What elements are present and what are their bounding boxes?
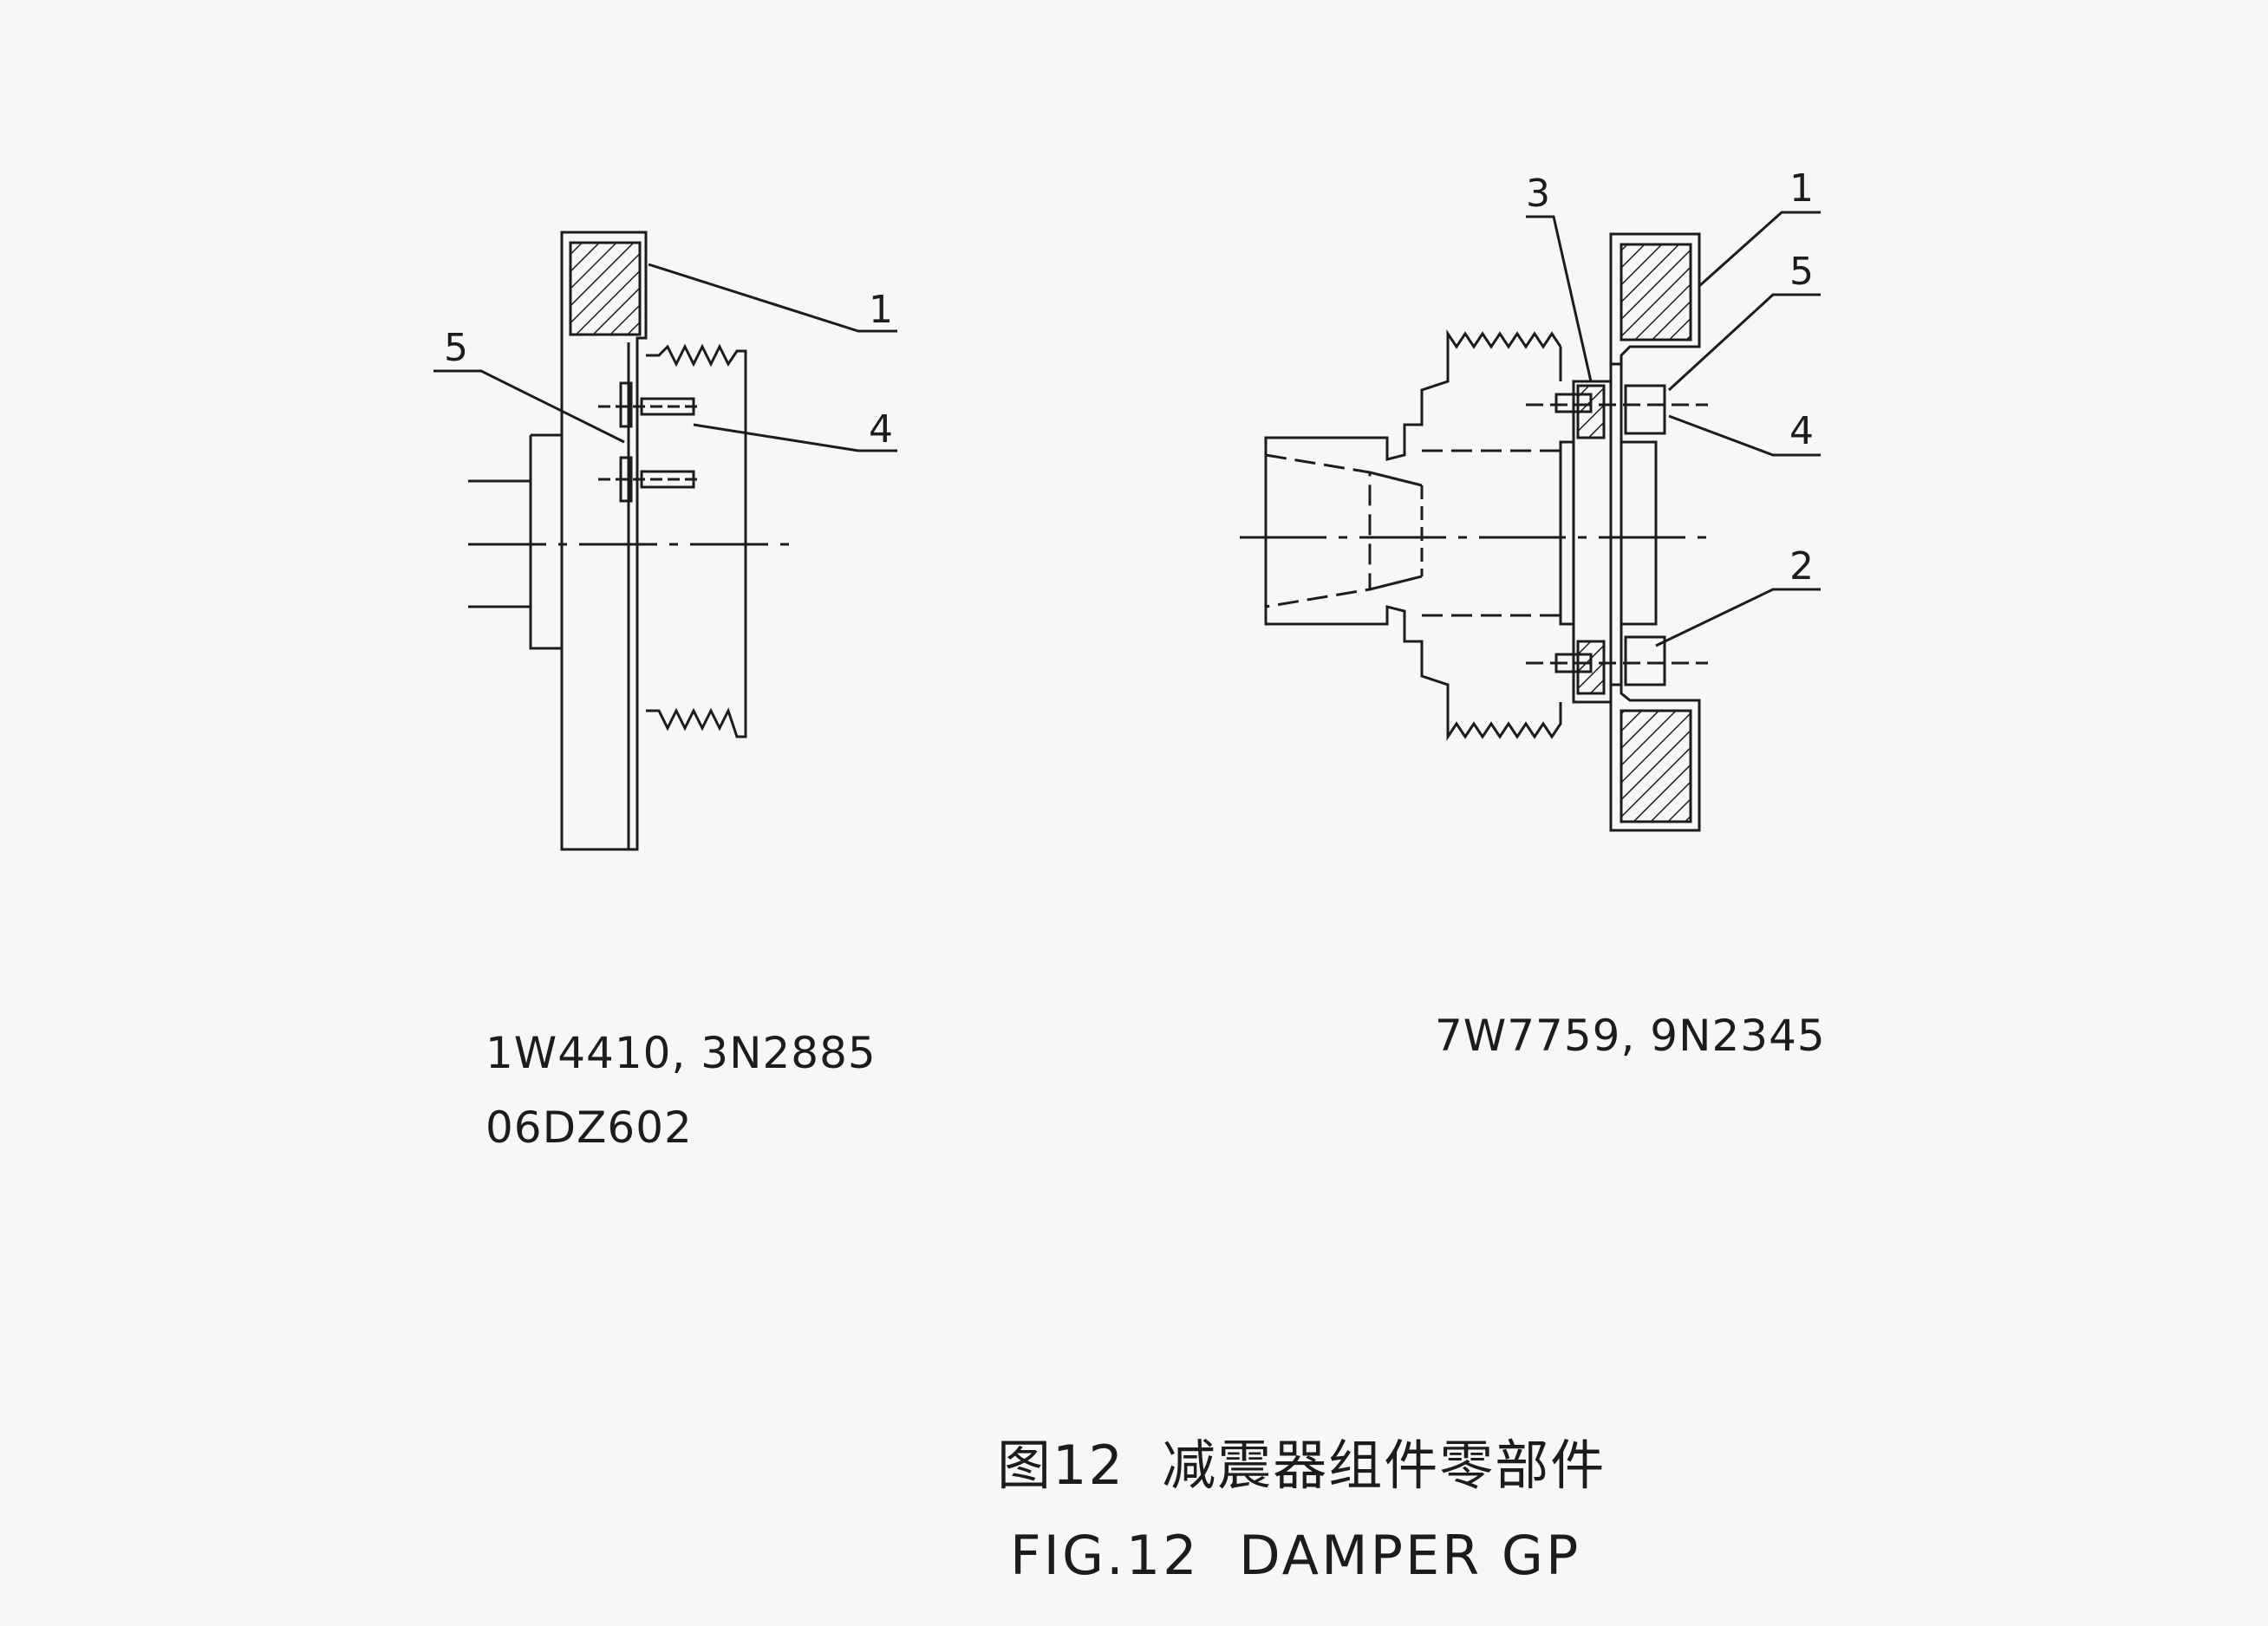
- left-leader-1: [648, 263, 897, 333]
- right-callout-3: 3: [1526, 172, 1550, 216]
- right-leader-1: [1698, 211, 1821, 288]
- left-bolt-upper: [598, 381, 702, 428]
- right-callout-2: 2: [1789, 544, 1814, 589]
- figure-caption-chinese: 图12 减震器组件零部件: [997, 1434, 1606, 1497]
- right-housing-upper: [1609, 232, 1701, 366]
- right-callout-1: 1: [1789, 166, 1814, 211]
- right-pulley: [1264, 329, 1562, 741]
- right-callout-4: 4: [1789, 409, 1814, 453]
- left-inertia-ring: [569, 241, 642, 336]
- left-callout-4: 4: [869, 407, 893, 452]
- right-housing-lower: [1609, 683, 1701, 832]
- right-damper-view: [1240, 211, 1821, 832]
- right-bolt-upper: [1526, 384, 1708, 435]
- right-inertia-upper: [1620, 243, 1692, 341]
- left-leader-4: [693, 423, 897, 452]
- right-leader-3: [1526, 215, 1593, 382]
- right-leader-4: [1668, 414, 1821, 457]
- right-leader-2: [1655, 588, 1821, 647]
- right-inertia-lower: [1620, 709, 1692, 823]
- left-damper-ring: [560, 231, 648, 851]
- right-callout-5: 5: [1789, 250, 1814, 294]
- right-part-numbers: 7W7759, 9N2345: [1435, 1011, 1826, 1061]
- left-part-number-2: 06DZ602: [486, 1102, 693, 1153]
- right-bolt-lower: [1526, 635, 1708, 686]
- left-bolt-lower: [598, 456, 702, 503]
- right-leader-5: [1667, 293, 1821, 392]
- left-hub: [529, 433, 562, 650]
- left-callout-1: 1: [869, 288, 893, 332]
- left-part-numbers: 1W4410, 3N2885: [486, 1028, 877, 1078]
- left-callout-5: 5: [444, 326, 468, 370]
- right-shaft: [1265, 453, 1372, 608]
- left-leader-5: [433, 369, 625, 444]
- left-damper-view: [433, 231, 897, 851]
- figure-caption-english: FIG.12 DAMPER GP: [1010, 1524, 1581, 1587]
